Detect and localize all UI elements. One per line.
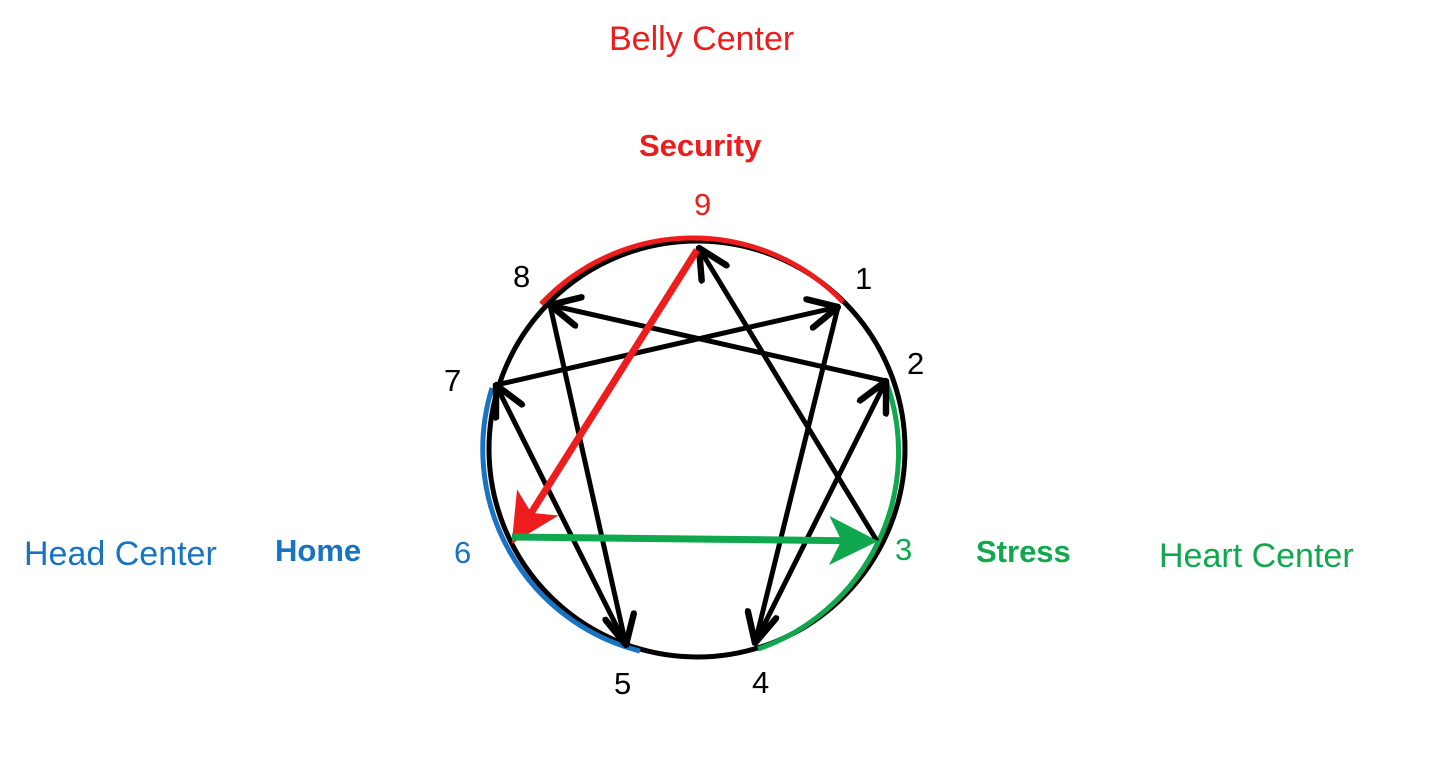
home-label: Home bbox=[275, 533, 362, 568]
belly-center-arc bbox=[539, 235, 845, 306]
stress-label: Stress bbox=[976, 534, 1071, 569]
point-2-label: 2 bbox=[907, 346, 925, 381]
arrow-8-to-5 bbox=[547, 304, 626, 645]
point-3-label: 3 bbox=[895, 532, 913, 567]
arrow-1-to-4 bbox=[755, 306, 841, 643]
point-6-label: 6 bbox=[454, 535, 472, 570]
stress-arrow-6-to-3 bbox=[511, 516, 879, 566]
point-4-label: 4 bbox=[752, 665, 770, 700]
belly-center-label: Belly Center bbox=[609, 20, 795, 58]
point-9-label: 9 bbox=[694, 187, 712, 222]
arrow-7-to-1 bbox=[495, 307, 838, 388]
head-center-arc bbox=[480, 387, 641, 654]
head-center-label: Head Center bbox=[24, 535, 217, 573]
enneagram-circle bbox=[486, 238, 908, 660]
point-8-label: 8 bbox=[513, 259, 531, 294]
arrow-5-to-7 bbox=[496, 385, 629, 647]
arrow-3-to-9 bbox=[699, 248, 880, 543]
security-arrow-9-to-6 bbox=[511, 248, 700, 544]
arrow-4-to-2 bbox=[752, 381, 886, 645]
arrow-2-to-8 bbox=[550, 305, 887, 384]
security-label: Security bbox=[639, 128, 762, 163]
heart-center-arc bbox=[757, 380, 902, 652]
point-7-label: 7 bbox=[444, 363, 462, 398]
heart-center-label: Heart Center bbox=[1159, 537, 1354, 575]
point-1-label: 1 bbox=[855, 261, 873, 296]
point-5-label: 5 bbox=[614, 666, 632, 701]
